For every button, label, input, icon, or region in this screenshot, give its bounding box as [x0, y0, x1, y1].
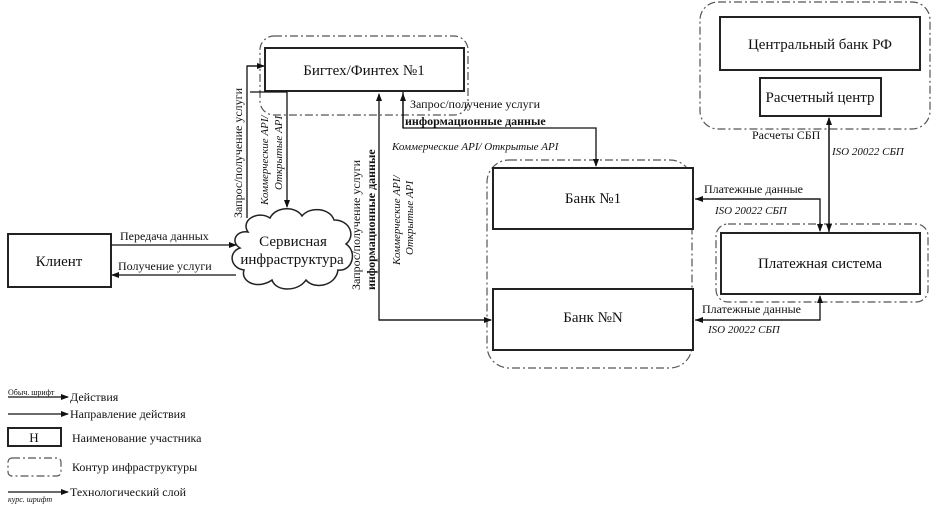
label-service-receive: Получение услуги — [118, 259, 212, 273]
label-payment-data-1: Платежные данные — [704, 182, 803, 196]
node-client: Клиент — [7, 233, 112, 288]
label-request-service-mid: Запрос/получение услуги — [349, 159, 363, 290]
client-label: Клиент — [36, 254, 83, 270]
node-service-infrastructure: Сервисная инфраструктура — [231, 208, 354, 290]
legend-actions-label: Действия — [70, 390, 119, 404]
label-info-data-top: информационные данные — [405, 114, 546, 128]
legend-contour: Контур инфраструктуры — [7, 457, 197, 477]
legend-direction: Направление действия — [8, 407, 186, 421]
label-request-service-top: Запрос/получение услуги — [410, 97, 541, 111]
label-api-top: Коммерческие API/ Открытые API — [391, 141, 560, 153]
label-api-left-2: Открытые API — [273, 115, 285, 190]
label-request-service-left: Запрос/получение услуги — [231, 87, 245, 218]
label-sbp-settlements: Расчеты СБП — [752, 128, 821, 142]
label-iso-sbp-1: ISO 20022 СБП — [714, 205, 788, 217]
node-bigtech: Бигтех/Финтех №1 — [264, 47, 465, 92]
node-central-bank: Центральный банк РФ — [719, 16, 921, 71]
contour-banks — [486, 159, 693, 369]
legend-direction-label: Направление действия — [70, 407, 186, 421]
legend-actions: Обыч. шрифт Действия — [8, 388, 119, 404]
bankN-label: Банк №N — [563, 310, 623, 326]
central-bank-label: Центральный банк РФ — [748, 37, 892, 53]
legend-participant: Н Наименование участника — [7, 427, 202, 447]
service-infra-label-1: Сервисная — [259, 234, 327, 250]
label-info-data-mid: информационные данные — [364, 149, 378, 290]
legend-participant-sample: Н — [29, 430, 38, 445]
service-infra-label-2: инфраструктура — [240, 252, 344, 268]
legend-participant-label: Наименование участника — [72, 431, 202, 445]
edge-bigtech-down-to-cloud — [250, 91, 290, 208]
legend-tech-layer-label: Технологический слой — [70, 485, 187, 499]
bank1-label: Банк №1 — [565, 191, 621, 207]
label-iso-sbp-cb: ISO 20022 СБП — [831, 146, 905, 158]
contour-central-bank — [699, 1, 931, 130]
label-iso-sbp-N: ISO 20022 СБП — [707, 324, 781, 336]
node-bank1: Банк №1 — [492, 167, 694, 230]
label-data-transfer: Передача данных — [120, 229, 209, 243]
legend-contour-label: Контур инфраструктуры — [72, 460, 197, 474]
node-payment-system: Платежная система — [720, 232, 921, 295]
payment-system-label: Платежная система — [758, 256, 882, 272]
label-api-mid-2: Открытые API — [404, 180, 416, 255]
legend: Обыч. шрифт Действия Направление действи… — [7, 388, 202, 504]
label-api-mid-1: Коммерческие API/ — [391, 175, 403, 266]
contour-bigtech — [259, 35, 469, 116]
bigtech-label: Бигтех/Финтех №1 — [303, 63, 424, 79]
legend-actions-sample: Обыч. шрифт — [8, 388, 55, 397]
node-settlement-center: Расчетный центр — [759, 77, 882, 117]
settlement-center-label: Расчетный центр — [766, 90, 875, 106]
node-bankN: Банк №N — [492, 288, 694, 351]
label-payment-data-N: Платежные данные — [702, 302, 801, 316]
legend-tech-sample: курс. шрифт — [8, 495, 52, 504]
legend-tech-layer: курс. шрифт Технологический слой — [8, 485, 187, 504]
label-api-left-1: Коммерческие API/ — [259, 115, 271, 206]
